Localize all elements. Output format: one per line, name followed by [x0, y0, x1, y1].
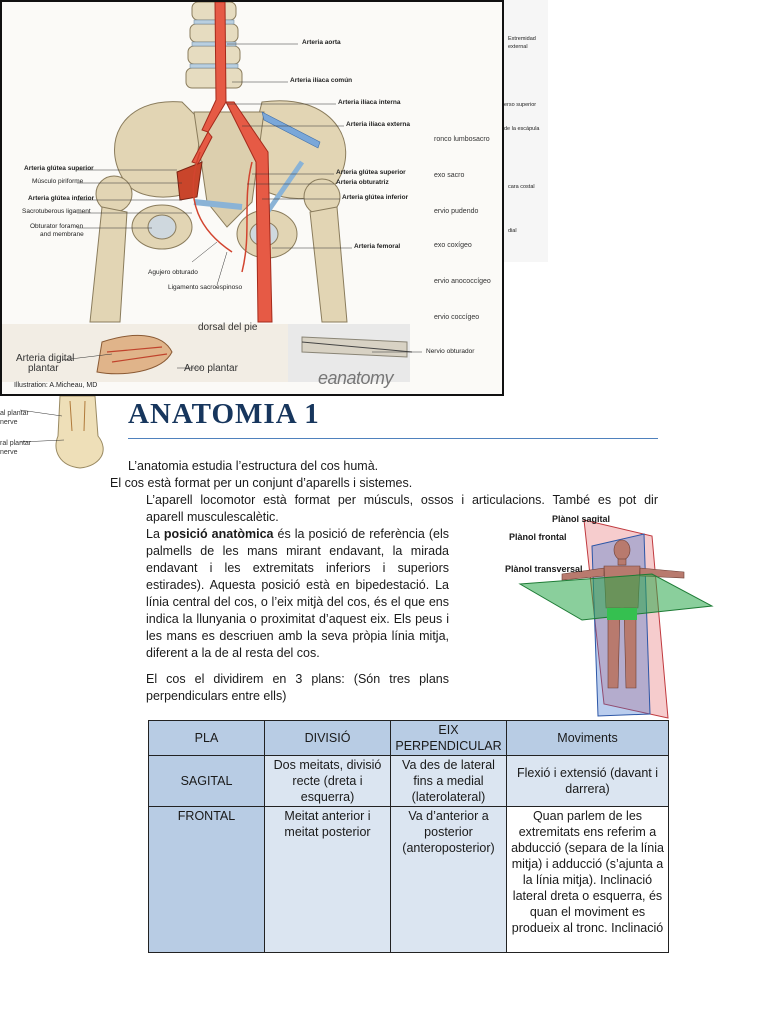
label-arteria-glutea-inferior-right: Arteria glútea inferior	[342, 194, 409, 201]
strip-label: erso superior	[504, 102, 537, 108]
label-planol-transversal: Plànol transversal	[505, 564, 583, 574]
text-rest: és la posició de referència (els palmell…	[146, 527, 449, 660]
paragraph-locomotor-line1: L’aparell locomotor està format per músc…	[146, 493, 658, 507]
eanatomy-logo: eanatomy	[318, 368, 394, 388]
strip-label: Extremidad	[508, 36, 536, 42]
label-dorsal-del-pie: dorsal del pie	[198, 322, 258, 333]
label-and-membrane: and membrane	[40, 231, 84, 238]
paragraph-planes: El cos el dividirem en 3 plans: (Són tre…	[146, 672, 449, 703]
paragraph-anatomical-position: La posició anatòmica és la posició de re…	[146, 526, 449, 662]
text-prefix: La	[146, 527, 164, 541]
ankle-label: al plantar	[0, 410, 29, 417]
body-planes-illustration	[518, 519, 714, 719]
table-header-row: PLA DIVISIÓ EIX PERPENDICULAR Moviments	[148, 720, 669, 756]
nerve-label: ronco lumbosacro	[434, 136, 490, 143]
cell-eix: Va des de lateral fins a medial (laterol…	[390, 755, 507, 807]
cell-pla: SAGITAL	[148, 755, 265, 807]
label-arteria-glutea-superior: Arteria glútea superior	[24, 165, 94, 172]
cell-divisio: Meitat anterior i meitat posterior	[264, 806, 391, 953]
header-pla: PLA	[148, 720, 265, 756]
term-posicio-anatomica: posició anatòmica	[163, 527, 274, 541]
label-plantar: plantar	[28, 363, 59, 374]
label-arteria-glutea-inferior: Arteria glútea inferior	[28, 195, 95, 202]
ankle-label: nerve	[0, 449, 18, 456]
table-row: FRONTAL Meitat anterior i meitat posteri…	[148, 806, 669, 953]
nerve-label: exo coxígeo	[434, 242, 472, 249]
label-ligamento-sacroespinoso: Ligamento sacroespinoso	[168, 284, 243, 291]
strip-label: cara costal	[508, 184, 535, 190]
cell-pla: FRONTAL	[148, 806, 265, 953]
label-arteria-iliaca-comun: Arteria ilíaca común	[290, 77, 353, 84]
ankle-label: ral plantar	[0, 440, 32, 447]
cropped-figure-strip	[504, 0, 548, 262]
label-musculo-piriforme: Músculo piriforme	[32, 178, 84, 185]
strip-label: de la escápula	[504, 126, 540, 132]
nerve-label: exo sacro	[434, 172, 465, 179]
title-underline	[128, 438, 658, 439]
nerve-label: ervio coccígeo	[434, 314, 480, 321]
label-arteria-obturatriz: Arteria obturatriz	[336, 179, 389, 186]
nerve-label: ervio pudendo	[434, 208, 479, 215]
table-row: SAGITAL Dos meitats, divisió recte (dret…	[148, 755, 669, 807]
label-arteria-digital: Arteria digital	[16, 353, 75, 364]
header-divisio: DIVISIÓ	[264, 720, 391, 756]
label-planol-sagital: Plànol sagital	[552, 514, 611, 524]
label-agujero-obturado: Agujero obturado	[148, 269, 198, 276]
cell-moviments: Flexió i extensió (davant i darrera)	[506, 755, 669, 807]
label-arteria-iliaca-interna: Arteria ilíaca interna	[338, 99, 401, 106]
pelvis-arteries-figure: Arteria aorta Arteria ilíaca común Arter…	[0, 0, 504, 396]
document-title: ANATOMIA 1	[128, 398, 320, 430]
header-eix-perpendicular: EIX PERPENDICULAR	[390, 720, 507, 756]
header-moviments: Moviments	[506, 720, 669, 756]
label-arteria-iliaca-externa: Arteria ilíaca externa	[346, 121, 410, 128]
label-arteria-femoral: Arteria femoral	[354, 243, 401, 250]
cell-divisio: Dos meitats, divisió recte (dreta i esqu…	[264, 755, 391, 807]
label-obturator-foramen: Obturator foramen	[30, 223, 84, 230]
logo-text: anatomy	[327, 368, 394, 388]
label-arco-plantar: Arco plantar	[184, 363, 238, 374]
paragraph-systems: El cos està format per un conjunt d’apar…	[110, 476, 413, 490]
strip-label: dial	[508, 228, 517, 234]
label-sacrotuberous-ligament: Sacrotuberous ligament	[22, 208, 91, 215]
body-planes-figure: Plànol sagital Plànol frontal Plànol tra…	[505, 508, 716, 720]
cell-eix: Va d’anterior a posterior (anteroposteri…	[390, 806, 507, 953]
label-arteria-aorta: Arteria aorta	[302, 39, 341, 46]
planes-table: PLA DIVISIÓ EIX PERPENDICULAR Moviments …	[148, 720, 669, 953]
ankle-label: nerve	[0, 419, 18, 426]
cell-moviments: Quan parlem de les extremitats ens refer…	[506, 806, 669, 953]
label-nervio-obturador: Nervio obturador	[426, 348, 475, 355]
paragraph-locomotor-line2: aparell musculescalètic.	[146, 510, 279, 524]
label-arteria-glutea-superior-right: Arteria glútea superior	[336, 169, 406, 176]
nerve-label: ervio anococcígeo	[434, 278, 491, 285]
ankle-illustration	[19, 396, 104, 469]
paragraph-intro: L’anatomia estudia l’estructura del cos …	[128, 459, 379, 473]
pelvis-illustration	[2, 2, 422, 382]
ankle-thumbnail: al plantar nerve ral plantar nerve	[0, 396, 124, 472]
label-planol-frontal: Plànol frontal	[509, 532, 567, 542]
illustration-credit: Illustration: A.Micheau, MD	[14, 382, 98, 389]
strip-label: external	[508, 44, 528, 50]
